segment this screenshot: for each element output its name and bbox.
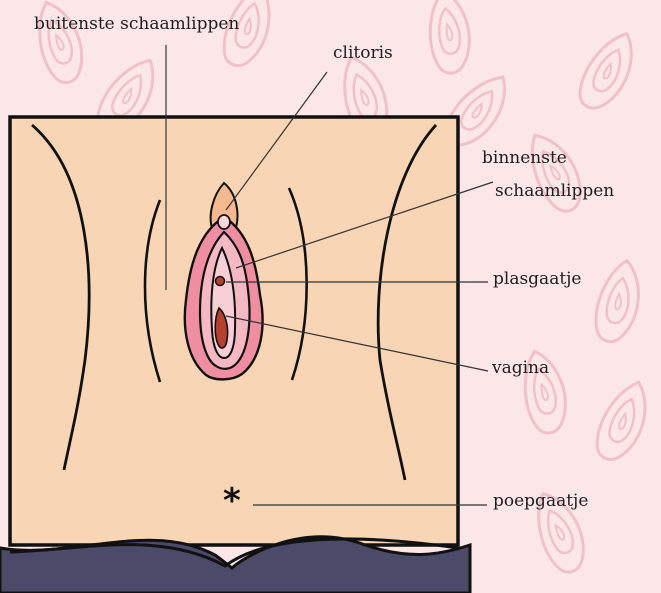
label-outer-labia: buitenste schaamlippen [34,14,239,34]
label-inner-labia-line1: binnenste [482,148,567,168]
clitoris-glans [218,215,230,229]
label-clitoris: clitoris [333,43,393,63]
anus-mark: * [223,481,241,521]
label-vagina: vagina [492,358,549,378]
label-urethra: plasgaatje [493,269,582,289]
label-inner-labia-line2: schaamlippen [495,181,614,201]
label-anus: poepgaatje [493,491,588,511]
urethra-opening [216,277,225,286]
